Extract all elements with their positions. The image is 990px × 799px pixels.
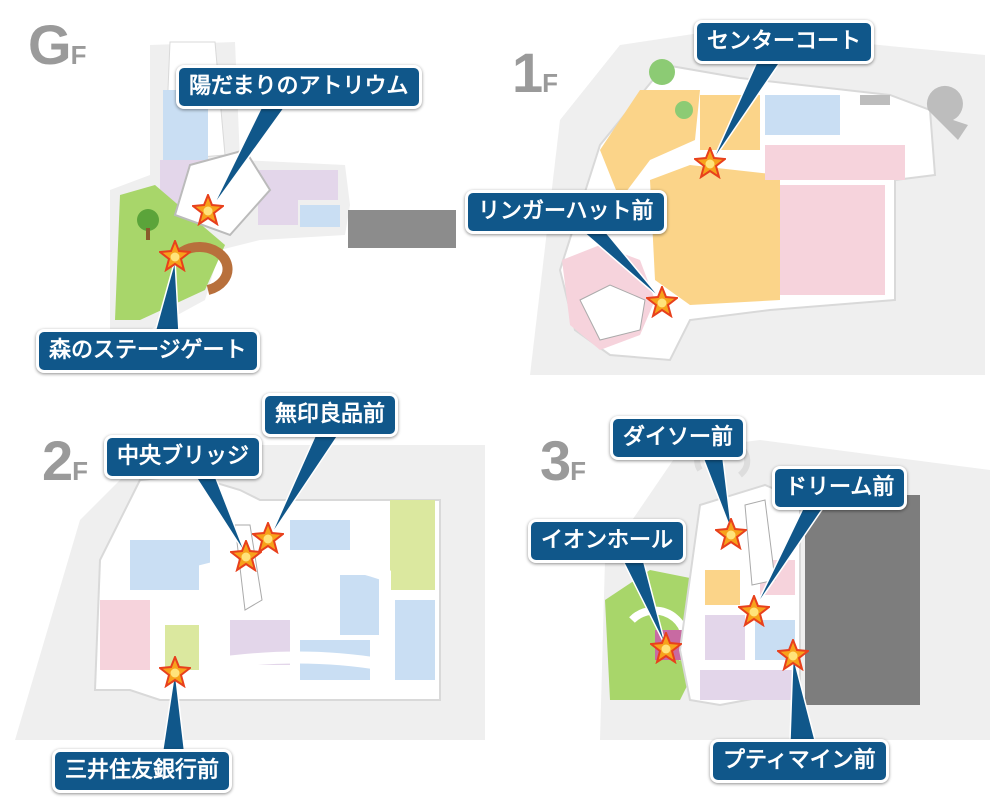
3f-parking (805, 495, 920, 705)
floor-suffix: F (72, 456, 88, 486)
callout-smbc[interactable]: 三井住友銀行前 (52, 749, 233, 793)
callout-petit-main[interactable]: プティマイン前 (710, 739, 889, 783)
callout-daiso[interactable]: ダイソー前 (610, 416, 747, 460)
star-marker-icon[interactable] (777, 639, 809, 671)
1f-map (530, 30, 985, 375)
floor-suffix: F (542, 68, 558, 98)
floor-suffix: F (70, 40, 87, 70)
floor-number: 2 (42, 429, 73, 492)
floor-suffix: F (570, 456, 586, 486)
floor-number: 1 (512, 41, 543, 104)
star-marker-icon[interactable] (646, 286, 678, 318)
callout-dream[interactable]: ドリーム前 (772, 466, 908, 510)
1f-entrance (926, 85, 968, 140)
floor-label-1f: 1F (512, 40, 558, 105)
3f-map (600, 437, 990, 740)
floor-number: 3 (540, 429, 571, 492)
2f-map (15, 440, 485, 740)
floor-label-3f: 3F (540, 428, 586, 493)
star-marker-icon[interactable] (715, 518, 747, 550)
callout-atrium[interactable]: 陽だまりのアトリウム (176, 65, 422, 109)
tree-icon (137, 209, 159, 240)
callout-muji[interactable]: 無印良品前 (262, 393, 399, 437)
floor-number: G (28, 13, 72, 76)
star-marker-icon[interactable] (694, 147, 726, 179)
star-marker-icon[interactable] (738, 595, 770, 627)
floor-label-2f: 2F (42, 428, 88, 493)
star-marker-icon[interactable] (650, 632, 682, 664)
star-marker-icon[interactable] (159, 656, 191, 688)
star-marker-icon[interactable] (159, 240, 191, 272)
star-marker-icon[interactable] (192, 194, 224, 226)
callout-ringer-hut[interactable]: リンガーハット前 (465, 190, 667, 234)
callout-mori-stage-gate[interactable]: 森のステージゲート (36, 329, 260, 373)
star-marker-icon[interactable] (252, 522, 284, 554)
callout-aeon-hall[interactable]: イオンホール (528, 519, 687, 563)
callout-center-court[interactable]: センターコート (694, 20, 875, 64)
star-marker-icon[interactable] (230, 540, 262, 572)
floor-label-gf: GF (28, 12, 87, 77)
1f-food-court (650, 165, 780, 305)
callout-central-bridge[interactable]: 中央ブリッジ (104, 435, 263, 479)
